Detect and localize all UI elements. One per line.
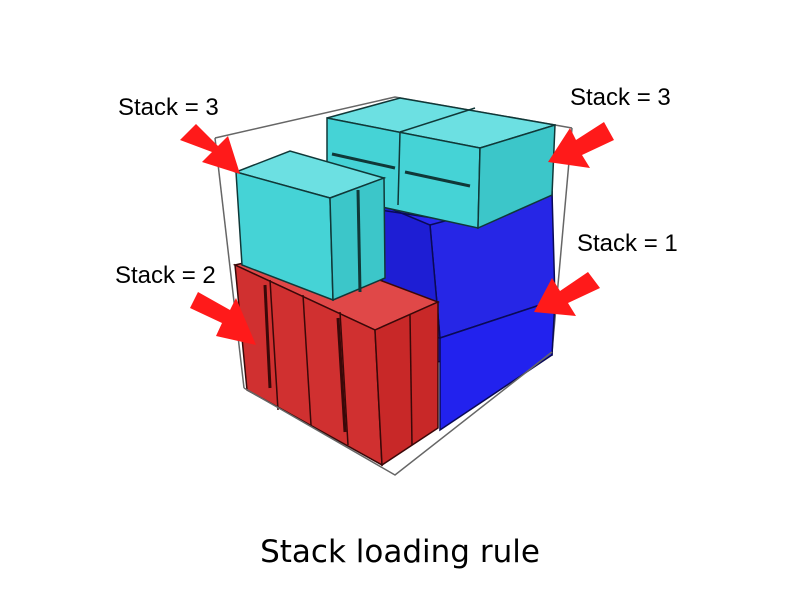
container-front-edges	[243, 351, 553, 476]
diagram-caption: Stack loading rule	[260, 534, 540, 570]
arrow-right	[534, 272, 600, 316]
stack-label-top-left: Stack = 3	[118, 94, 219, 121]
stack-label-top-right: Stack = 3	[570, 84, 671, 111]
arrow-left	[190, 292, 256, 345]
cyan-box-top-left	[233, 150, 387, 302]
stack-label-left: Stack = 2	[115, 262, 216, 289]
arrow-top-right	[548, 122, 614, 168]
stack-label-right: Stack = 1	[577, 230, 678, 257]
arrow-top-left	[180, 124, 240, 174]
